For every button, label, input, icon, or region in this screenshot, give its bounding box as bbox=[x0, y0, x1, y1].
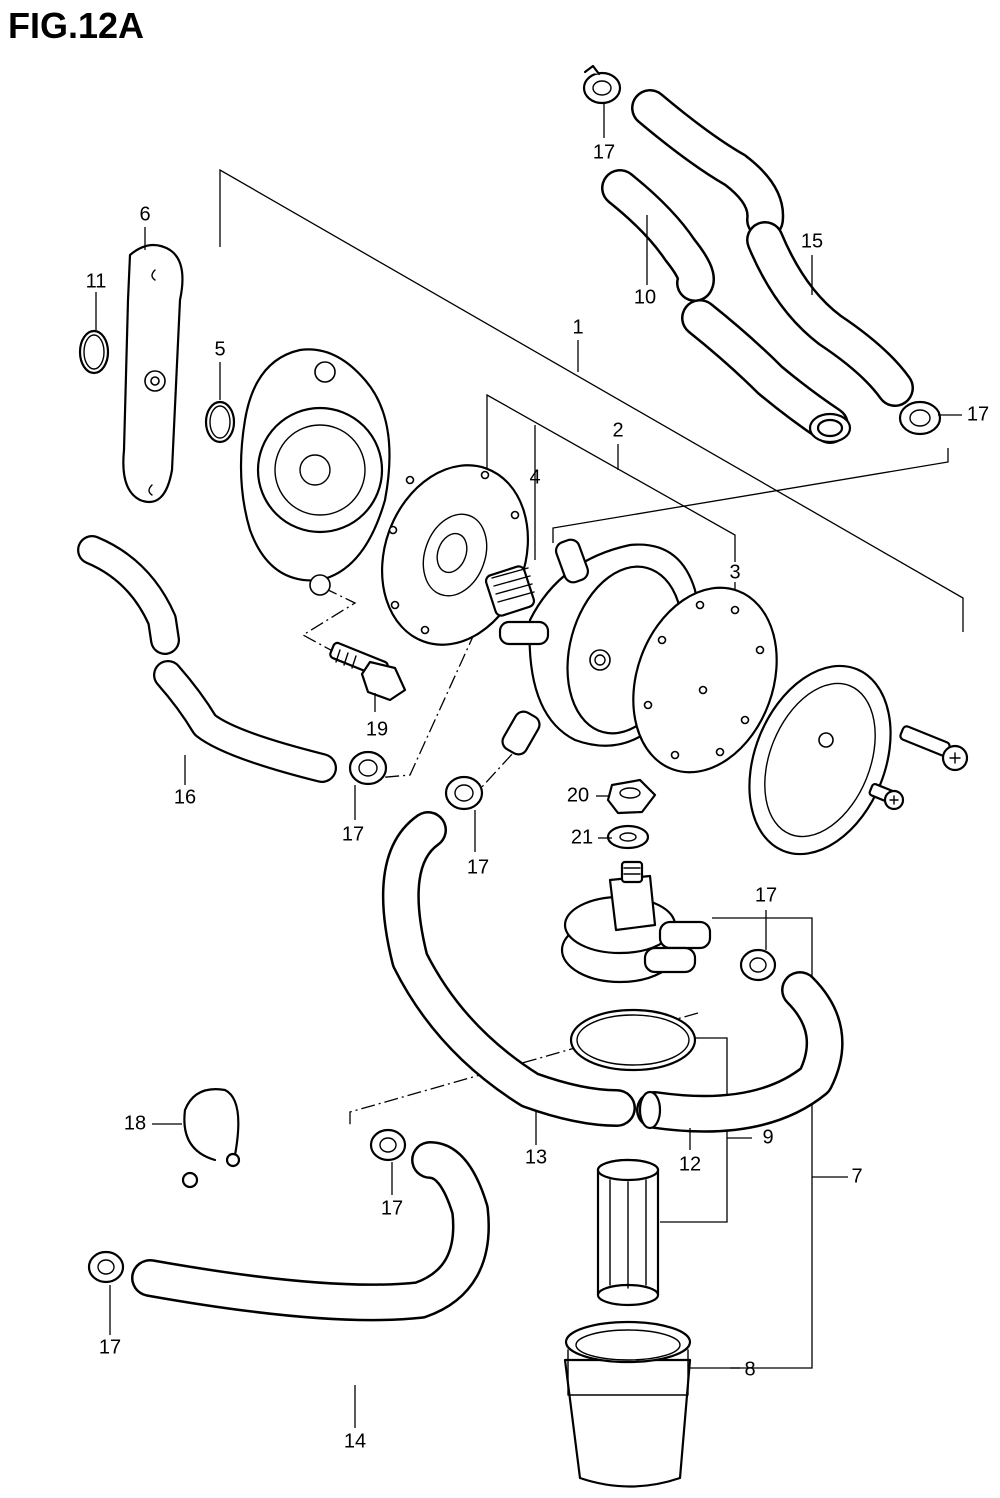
callout-14: 14 bbox=[344, 1430, 366, 1452]
diaphragm-3 bbox=[632, 586, 778, 774]
cover-plate-6 bbox=[122, 243, 184, 503]
callout-5: 5 bbox=[214, 338, 225, 360]
filter-cup-8 bbox=[563, 1320, 692, 1488]
outer-cover-plate bbox=[748, 664, 892, 856]
callout-2: 2 bbox=[612, 419, 623, 441]
clamp-17-valve bbox=[739, 948, 777, 982]
o-ring-11 bbox=[78, 329, 110, 375]
callout-17-mid: 17 bbox=[467, 856, 489, 878]
clamp-17-mid bbox=[444, 775, 484, 811]
callout-17-top: 17 bbox=[593, 141, 615, 163]
callout-1: 1 bbox=[572, 316, 583, 338]
callout-15: 15 bbox=[801, 230, 823, 252]
nut-20 bbox=[606, 778, 657, 815]
washer-21 bbox=[606, 824, 650, 850]
hose-14 bbox=[131, 1141, 490, 1322]
callout-18: 18 bbox=[124, 1112, 146, 1134]
clamp-17-mid-left bbox=[348, 750, 388, 786]
callout-21: 21 bbox=[571, 826, 593, 848]
callout-6: 6 bbox=[139, 203, 150, 225]
callout-3: 3 bbox=[729, 561, 740, 583]
figure-title: FIG.12A bbox=[8, 5, 144, 46]
spring-4 bbox=[484, 565, 536, 617]
callout-17-valve: 17 bbox=[755, 884, 777, 906]
fuel-valve-7 bbox=[560, 860, 712, 984]
callout-19: 19 bbox=[366, 718, 388, 740]
strainer-9 bbox=[596, 1158, 660, 1307]
pump-cover-housing bbox=[239, 348, 391, 596]
callout-17-right: 17 bbox=[967, 403, 989, 425]
o-ring-5 bbox=[204, 400, 236, 444]
hose-10 bbox=[601, 169, 852, 444]
screw-right-lower bbox=[868, 782, 905, 811]
clamp-17-lower bbox=[369, 1128, 407, 1162]
o-ring-large bbox=[569, 1008, 697, 1072]
screw-right-upper bbox=[899, 725, 969, 772]
hose-12 bbox=[636, 971, 844, 1133]
callout-13: 13 bbox=[525, 1146, 547, 1168]
callout-7: 7 bbox=[851, 1165, 862, 1187]
callout-12: 12 bbox=[679, 1153, 701, 1175]
clamp-17-bottom-left bbox=[87, 1250, 125, 1284]
clamp-17-top bbox=[582, 64, 622, 105]
callout-20: 20 bbox=[567, 784, 589, 806]
hose-16 bbox=[77, 535, 337, 783]
callout-17-mid-left: 17 bbox=[342, 823, 364, 845]
callout-8: 8 bbox=[744, 1358, 755, 1380]
callout-17-bottom-left: 17 bbox=[99, 1336, 121, 1358]
callout-labels: 17 15 10 17 6 11 5 1 2 4 3 19 16 17 17 2… bbox=[86, 141, 990, 1452]
callout-16: 16 bbox=[174, 786, 196, 808]
callout-leaders bbox=[95, 103, 962, 1428]
callout-9: 9 bbox=[762, 1126, 773, 1148]
callout-17-lower: 17 bbox=[381, 1197, 403, 1219]
callout-10: 10 bbox=[634, 286, 656, 308]
hose-13 bbox=[381, 811, 636, 1127]
hose-clip-18 bbox=[181, 1088, 241, 1189]
callout-11: 11 bbox=[86, 270, 107, 292]
callout-4: 4 bbox=[529, 466, 540, 488]
screw-19 bbox=[329, 641, 407, 702]
clamp-17-right bbox=[898, 400, 942, 436]
hose-15 bbox=[631, 89, 914, 407]
